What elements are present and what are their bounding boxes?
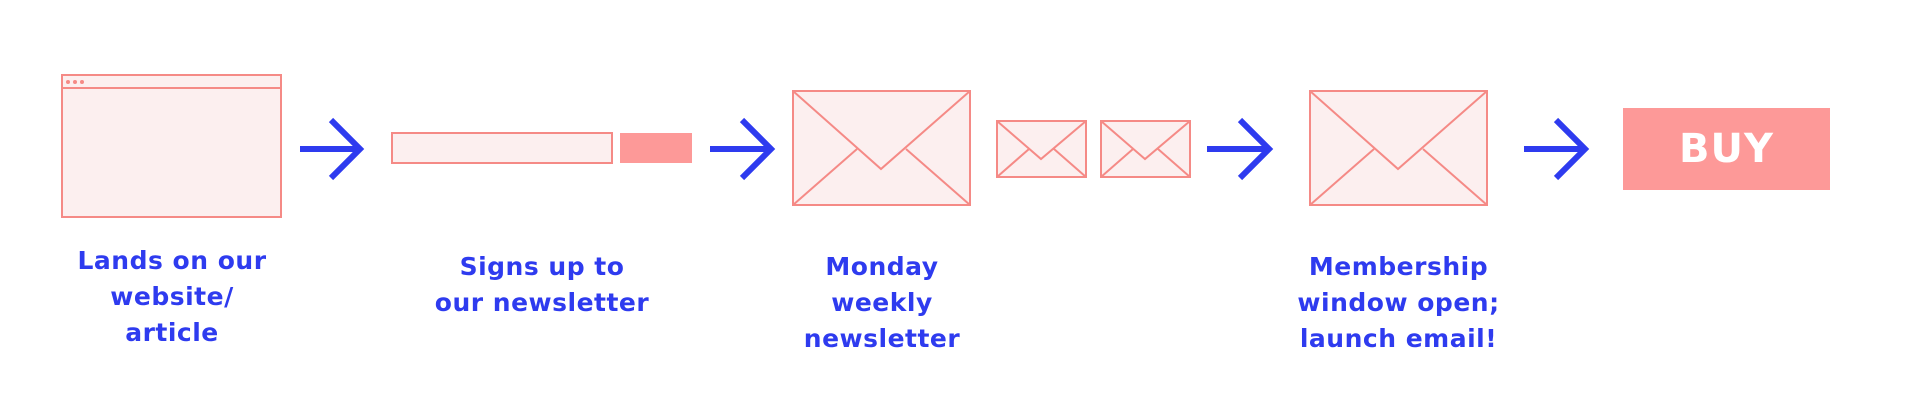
envelope-icon — [792, 90, 971, 206]
step-caption-monday-newsletter: Monday weekly newsletter — [803, 252, 961, 353]
arrow-right-icon — [300, 117, 365, 181]
step-caption-signs-up: Signs up to our newsletter — [434, 252, 650, 317]
arrow-right-icon — [1524, 117, 1590, 181]
arrow-right-icon — [1207, 117, 1274, 181]
step-caption-membership-launch: Membership window open; launch email! — [1297, 252, 1500, 353]
buy-button-background — [1623, 108, 1830, 190]
buy-button[interactable]: BUY — [1679, 126, 1774, 172]
envelope-icon — [1309, 90, 1488, 206]
signup-form-icon — [391, 132, 692, 164]
step-caption-lands-on-website: Lands on our website/ article — [77, 246, 267, 347]
browser-window-icon — [61, 74, 282, 218]
arrow-right-icon — [710, 117, 776, 181]
envelope-icon — [996, 120, 1087, 178]
envelope-icon — [1100, 120, 1191, 178]
